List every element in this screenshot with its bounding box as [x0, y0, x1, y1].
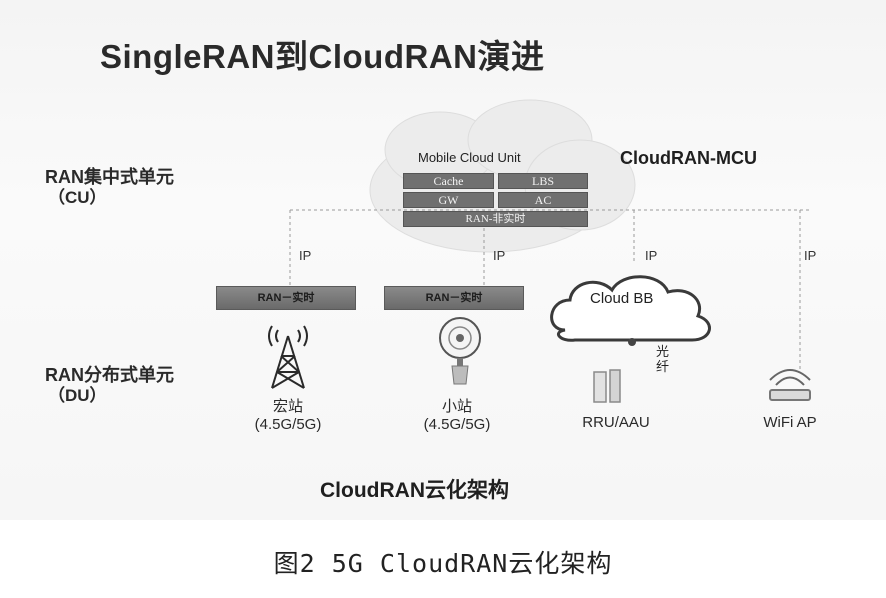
- ip-label-1: IP: [299, 248, 312, 263]
- cu-label: RAN集中式单元: [45, 167, 174, 187]
- site-sub: (4.5G/5G): [423, 416, 491, 433]
- wifi-site: WiFi AP: [730, 414, 850, 432]
- small-site: 小站 (4.5G/5G): [397, 398, 517, 434]
- figure-caption: 图2 5G CloudRAN云化架构: [273, 549, 613, 578]
- cloud-bb-shape: [550, 275, 711, 342]
- cloud-bb-label: Cloud BB: [590, 290, 654, 307]
- mcu-label: CloudRAN-MCU: [620, 148, 757, 168]
- macro-site: 宏站 (4.5G/5G): [228, 398, 348, 434]
- site-name: 小站: [441, 398, 472, 415]
- slide-title: SingleRAN到CloudRAN演进: [100, 38, 545, 75]
- rru-site: RRU/AAU: [556, 414, 676, 432]
- cu-abbrev: （CU）: [48, 188, 107, 207]
- small-cell-icon: [439, 317, 481, 385]
- macro-tower-icon: [268, 325, 308, 389]
- diagram-graphics: [268, 99, 811, 403]
- site-name: WiFi AP: [763, 414, 817, 431]
- wifi-ap-icon: [769, 369, 811, 401]
- fiber-label: 光纤: [656, 344, 670, 374]
- ip-label-2: IP: [493, 248, 506, 263]
- du-abbrev: （DU）: [48, 386, 107, 405]
- ip-label-3: IP: [645, 248, 658, 263]
- ip-label-4: IP: [804, 248, 817, 263]
- rru-aau-icon: [593, 338, 636, 403]
- architecture-title: CloudRAN云化架构: [320, 479, 509, 502]
- site-name: 宏站: [272, 398, 303, 415]
- site-sub: (4.5G/5G): [254, 416, 322, 433]
- du-label: RAN分布式单元: [45, 365, 174, 385]
- ran-non-realtime-box: RAN-非实时: [403, 211, 588, 227]
- ran-realtime-box-1: RAN－实时: [216, 286, 356, 310]
- ran-realtime-box-2: RAN－实时: [384, 286, 524, 310]
- diagram-slide: SingleRAN到CloudRAN演进 RAN集中式单元 （CU） RAN分布…: [0, 0, 886, 520]
- lbs-box: LBS: [498, 173, 588, 189]
- cache-box: Cache: [403, 173, 494, 189]
- ac-box: AC: [498, 192, 588, 208]
- site-name: RRU/AAU: [582, 414, 650, 431]
- mcu-name: Mobile Cloud Unit: [418, 150, 521, 165]
- gw-box: GW: [403, 192, 494, 208]
